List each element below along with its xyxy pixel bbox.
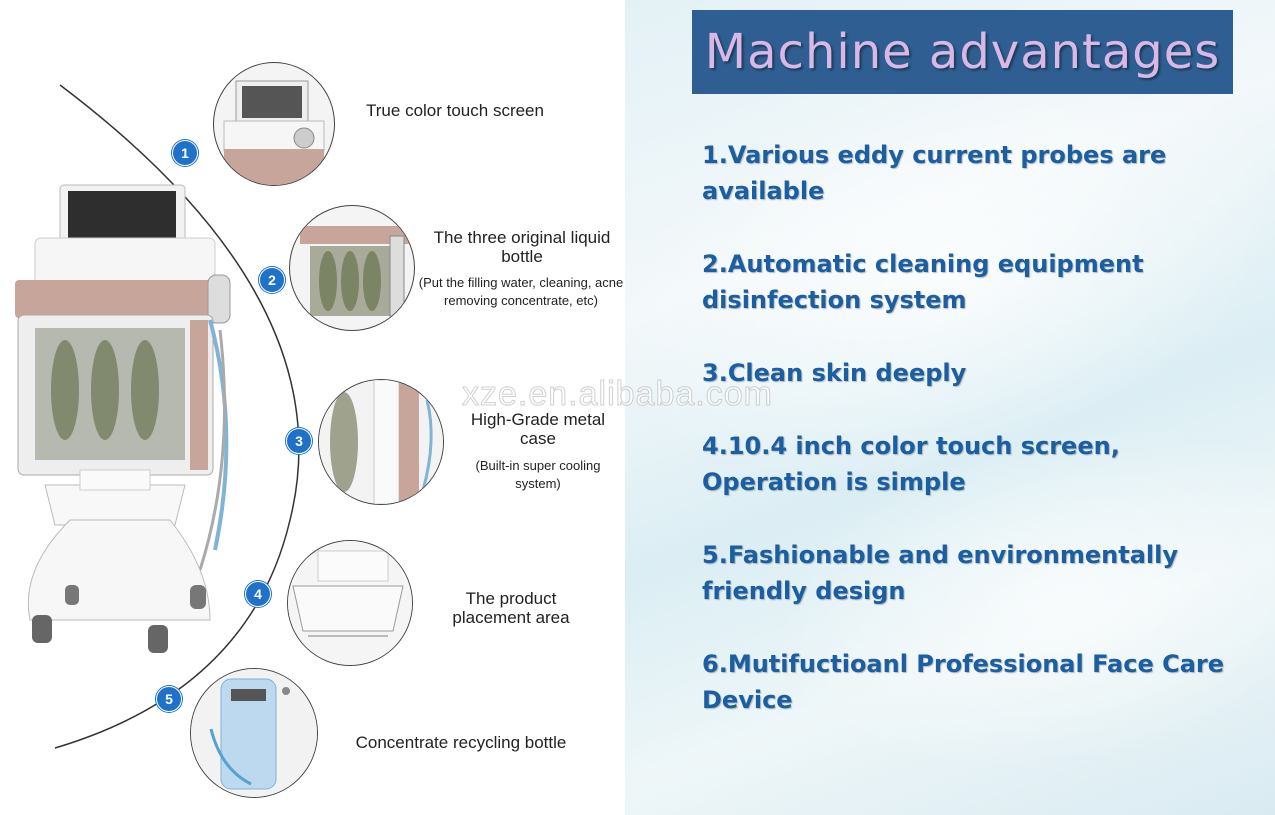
liquid-bottle-thumbnail <box>289 205 415 331</box>
advantage-item-4: 4.10.4 inch color touch screen, Operatio… <box>702 432 1120 496</box>
feature-4-badge: 4 <box>245 581 271 607</box>
touch-screen-image <box>223 80 325 185</box>
liquid-bottle-image <box>300 226 410 317</box>
feature-3-badge: 3 <box>286 428 312 454</box>
advantages-panel <box>625 0 1275 815</box>
beauty-machine-illustration <box>15 184 231 653</box>
metal-case-image <box>319 380 443 504</box>
advantage-item-5: 5.Fashionable and environmentally friend… <box>702 541 1179 605</box>
advantage-item-1: 1.Various eddy current probes are availa… <box>702 141 1167 205</box>
page-title: Machine advantages <box>704 24 1221 80</box>
feature-1-title: True color touch screen <box>366 101 544 120</box>
recycling-bottle-image <box>191 669 317 797</box>
feature-4-title: The product placement area <box>452 589 570 627</box>
feature-5-title: Concentrate recycling bottle <box>355 733 567 752</box>
feature-2-badge: 2 <box>259 267 285 293</box>
feature-5-badge: 5 <box>156 686 182 712</box>
product-panel: 1 True color touch screen 2 The three or… <box>0 0 772 815</box>
feature-2-title: The three original liquid bottle <box>433 228 611 266</box>
metal-case-thumbnail <box>318 379 444 505</box>
title-banner: Machine advantages <box>692 10 1233 94</box>
advantage-item-2: 2.Automatic cleaning equipment disinfect… <box>702 250 1144 314</box>
feature-3-title: High-Grade metal case <box>470 410 606 448</box>
feature-3-detail: (Built-in super cooling system) <box>475 458 601 491</box>
touch-screen-thumbnail <box>213 62 335 186</box>
advantage-item-3: 3.Clean skin deeply <box>702 359 967 387</box>
watermark-text: xze.en.alibaba.com <box>462 375 773 414</box>
placement-area-thumbnail <box>287 540 413 666</box>
feature-2-detail: (Put the filling water, cleaning, acne r… <box>418 275 624 308</box>
feature-1-badge: 1 <box>172 140 198 166</box>
placement-area-image <box>288 541 412 665</box>
advantage-item-6: 6.Mutifuctioanl Professional Face Care D… <box>702 650 1225 714</box>
recycling-bottle-thumbnail <box>190 668 318 798</box>
